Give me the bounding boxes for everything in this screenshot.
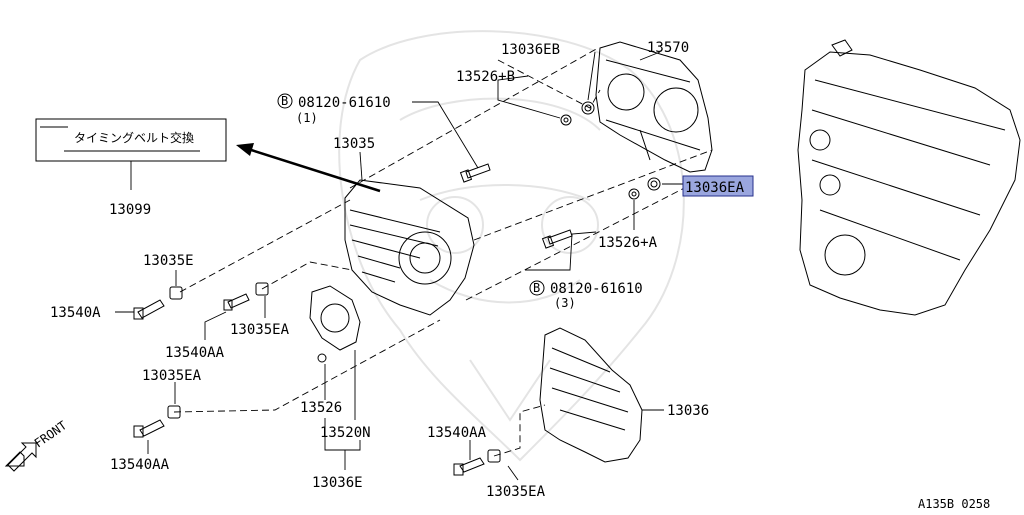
washer-13526B[interactable] (560, 114, 572, 126)
circle-b-marker-1 (277, 93, 293, 109)
callout-qty-1: (1) (296, 111, 318, 125)
leader-lines (115, 51, 683, 481)
callout-13035EA-2[interactable]: 13035EA (142, 368, 202, 384)
callout-08120-61610-3[interactable]: 08120-61610 (550, 281, 643, 297)
grommet-13036EB[interactable] (581, 101, 595, 115)
spacer-13035EA-1[interactable] (255, 282, 269, 296)
belt-cover-front-13035[interactable] (344, 179, 475, 316)
callout-13099[interactable]: 13099 (109, 202, 151, 218)
callout-13526B[interactable]: 13526+B (456, 69, 515, 85)
bolt-13540AA-2[interactable] (133, 419, 165, 438)
bolt-13540AA-3[interactable] (453, 457, 485, 476)
callout-13540A[interactable]: 13540A (50, 305, 101, 321)
callout-13526A[interactable]: 13526+A (598, 235, 658, 251)
gasket-13520N[interactable] (309, 285, 361, 351)
callout-13036EA-highlighted[interactable]: 13036EA (685, 180, 745, 196)
label-location-arrow (236, 143, 381, 193)
callout-13036[interactable]: 13036 (667, 403, 709, 419)
callout-13036EB[interactable]: 13036EB (501, 42, 560, 58)
bolt-08120-61610-lower[interactable] (541, 229, 573, 249)
callout-08120-61610-1[interactable]: 08120-61610 (298, 95, 391, 111)
washer-13526A[interactable] (628, 188, 640, 200)
seal-13526[interactable] (317, 353, 327, 363)
callout-13526[interactable]: 13526 (300, 400, 342, 416)
diagram-code: A135B 0258 (918, 497, 990, 511)
spacer-13035E[interactable] (169, 286, 183, 300)
bolt-08120-61610-upper[interactable] (459, 163, 491, 183)
callout-13540AA-2[interactable]: 13540AA (110, 457, 170, 473)
callouts: 13036EB 13570 13526+B B 08120-61610 (1) … (50, 40, 754, 500)
callout-qty-3: (3) (554, 296, 576, 310)
callout-13540AA-3[interactable]: 13540AA (427, 425, 487, 441)
callout-13035E[interactable]: 13035E (143, 253, 194, 269)
timing-belt-label-text: タイミングベルト交換 (74, 130, 194, 145)
callout-13570[interactable]: 13570 (647, 40, 689, 56)
circle-b-1-letter: B (281, 94, 288, 108)
callout-13035EA-1[interactable]: 13035EA (230, 322, 290, 338)
belt-cover-rear-13570[interactable] (595, 41, 713, 173)
circle-b-3-letter: B (533, 281, 540, 295)
callout-13520N[interactable]: 13520N (320, 425, 371, 441)
callout-13036E[interactable]: 13036E (312, 475, 363, 491)
grommet-13036EA[interactable] (647, 177, 661, 191)
engine-block-reference (797, 39, 1021, 316)
spacer-13035EA-3[interactable] (487, 449, 501, 463)
watermark-emblem (338, 30, 685, 462)
assembly-lines (173, 47, 713, 457)
bolt-13540AA-1[interactable] (223, 293, 250, 311)
highlight-13036EA (682, 175, 754, 197)
circle-b-marker-3 (529, 280, 545, 296)
bolt-13540A[interactable] (133, 299, 165, 320)
callout-13035[interactable]: 13035 (333, 136, 375, 152)
callout-13035EA-3[interactable]: 13035EA (486, 484, 546, 500)
front-label: FRONT (32, 418, 70, 450)
front-direction-arrow: FRONT (4, 418, 70, 472)
timing-belt-label-part[interactable]: タイミングベルト交換 (35, 118, 227, 162)
callout-13540AA-1[interactable]: 13540AA (165, 345, 225, 361)
belt-cover-lower-13036[interactable] (539, 327, 643, 463)
